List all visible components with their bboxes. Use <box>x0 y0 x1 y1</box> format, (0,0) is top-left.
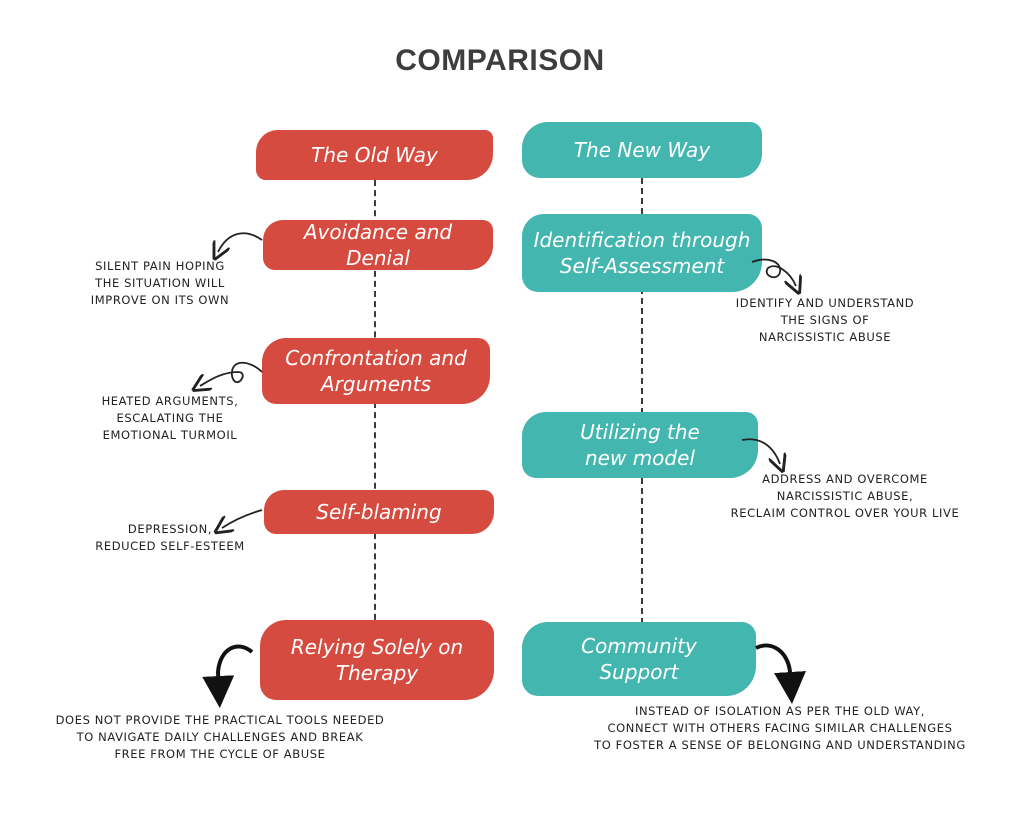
note-line: Identify and understand <box>735 296 915 310</box>
old-way-header: The Old Way <box>256 130 493 180</box>
old-step-2-label: Confrontation and Arguments <box>285 345 466 397</box>
note-line: Silent pain hoping <box>95 259 225 273</box>
note-line: improve on its own <box>90 293 230 307</box>
old-way-note-self-blaming: Depression, reduced self-esteem <box>70 521 270 555</box>
label-line: new model <box>585 446 695 470</box>
note-line: connect with others facing similar chall… <box>607 721 953 735</box>
label-line: Confrontation and <box>285 346 467 370</box>
note-line: Does not provide the practical tools nee… <box>55 713 385 727</box>
note-line: Instead of isolation as per the old way, <box>634 704 926 718</box>
new-way-step-identification: Identification through Self-Assessment <box>522 214 762 292</box>
note-line: the signs of <box>780 313 870 327</box>
diagram-title: COMPARISON <box>395 44 605 77</box>
new-step-2-label: Utilizing the new model <box>580 419 700 471</box>
old-step-1-label: Avoidance and Denial <box>303 220 453 270</box>
label-line: Therapy <box>335 661 419 685</box>
old-way-header-label: The Old Way <box>311 143 438 167</box>
new-way-note-community: Instead of isolation as per the old way,… <box>560 703 1000 754</box>
old-way-note-therapy: Does not provide the practical tools nee… <box>20 712 420 763</box>
label-line: Relying Solely on <box>290 635 464 659</box>
note-line: the situation will <box>95 276 225 290</box>
old-way-connector-line <box>374 180 376 630</box>
note-line: Address and overcome <box>762 472 928 486</box>
note-line: to navigate daily challenges and break <box>76 730 364 744</box>
note-line: narcissistic abuse, <box>776 489 914 503</box>
note-line: reduced self-esteem <box>95 539 245 553</box>
new-step-1-label: Identification through Self-Assessment <box>534 227 751 279</box>
arrow-avoidance <box>218 232 263 252</box>
new-way-connector-line <box>641 178 643 624</box>
note-line: emotional turmoil <box>102 428 238 442</box>
old-way-note-avoidance: Silent pain hoping the situation will im… <box>70 258 250 309</box>
note-line: Depression, <box>127 522 213 536</box>
note-line: to foster a sense of belonging and under… <box>594 738 966 752</box>
label-line: Identification through <box>533 228 751 252</box>
note-line: reclaim control over your live <box>730 506 960 520</box>
note-line: escalating the <box>116 411 224 425</box>
new-way-note-identification: Identify and understand the signs of nar… <box>715 295 935 346</box>
arrow-therapy <box>202 644 254 708</box>
old-step-3-label: Self-blaming <box>316 500 442 524</box>
arrow-community <box>755 643 806 704</box>
note-line: free from the cycle of abuse <box>114 747 326 761</box>
old-way-step-avoidance: Avoidance and Denial <box>263 220 493 270</box>
label-line: Self-Assessment <box>559 254 725 278</box>
note-line: narcissistic abuse <box>758 330 892 344</box>
new-way-note-new-model: Address and overcome narcissistic abuse,… <box>700 471 990 522</box>
old-step-4-label: Relying Solely on Therapy <box>291 634 463 686</box>
label-line: Arguments <box>320 372 431 396</box>
new-way-header-label: The New Way <box>573 138 711 162</box>
old-way-step-self-blaming: Self-blaming <box>264 490 494 534</box>
label-line: Community <box>581 634 697 658</box>
new-step-3-label: Community Support <box>581 633 697 685</box>
new-way-step-community: Community Support <box>522 622 756 696</box>
arrow-confrontation <box>200 361 263 386</box>
label-line: Utilizing the <box>580 420 700 444</box>
old-way-note-confrontation: Heated arguments, escalating the emotion… <box>70 393 270 444</box>
note-line: Heated arguments, <box>101 394 239 408</box>
new-way-step-new-model: Utilizing the new model <box>522 412 758 478</box>
new-way-header: The New Way <box>522 122 762 178</box>
label-line: Support <box>599 660 679 684</box>
old-way-step-confrontation: Confrontation and Arguments <box>262 338 490 404</box>
old-way-step-therapy: Relying Solely on Therapy <box>260 620 494 700</box>
